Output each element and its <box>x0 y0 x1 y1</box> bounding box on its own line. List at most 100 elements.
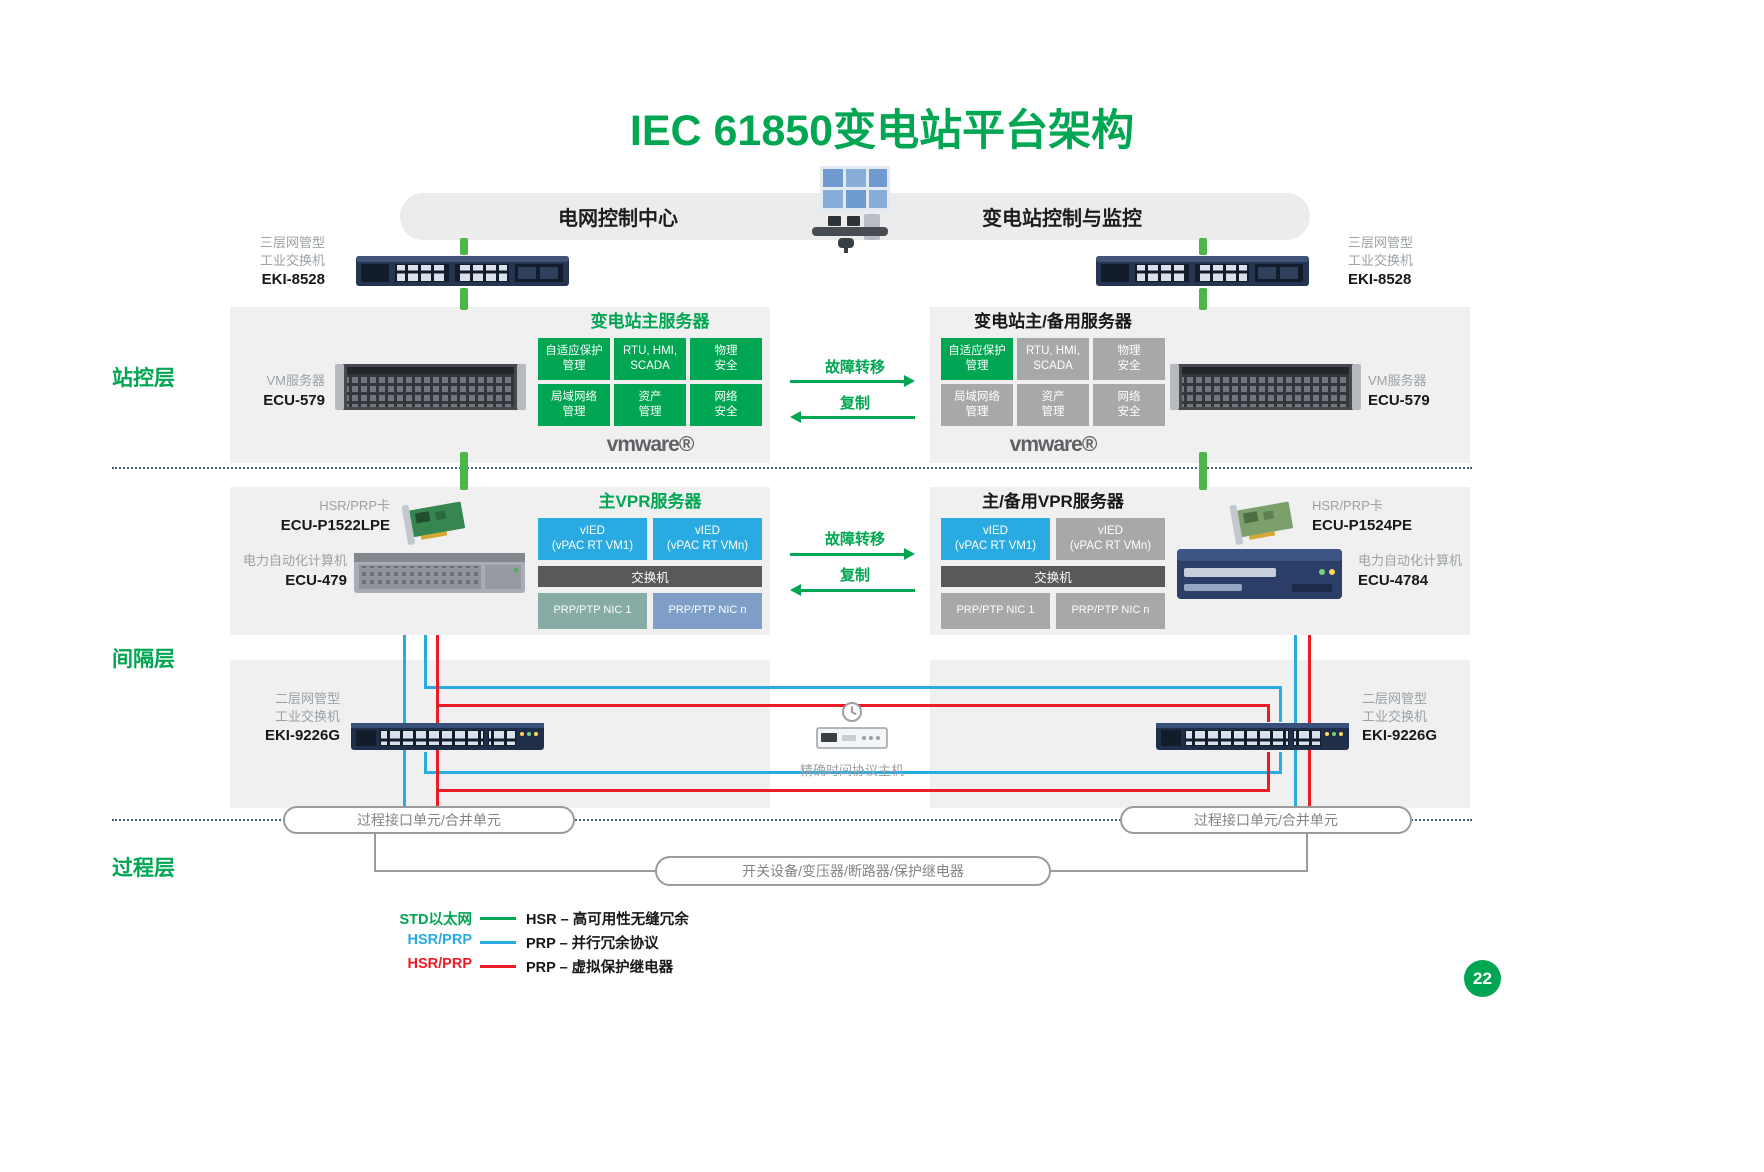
prp-blue-line <box>1279 686 1282 722</box>
green-uplink-right-bottom <box>1199 452 1207 490</box>
page-title: IEC 61850变电站平台架构 <box>629 107 1135 155</box>
equipment-connector-right-v <box>1306 834 1308 872</box>
prp-blue-line <box>1279 752 1282 774</box>
label-hsr-card-left: HSR/PRP卡 ECU-P1522LPE <box>255 497 390 536</box>
nic1-box: PRP/PTP NIC 1 <box>538 592 647 629</box>
replicate-arrow-bay <box>790 584 915 596</box>
station-backup-stack: 变电站主/备用服务器 自适应保护 管理 RTU, HMI, SCADA 物理 安… <box>941 312 1165 457</box>
hsr-card-right-model: ECU-P1524PE <box>1312 516 1413 534</box>
ptp-host-label: 精确时间协议主机 <box>799 763 904 778</box>
nicn-box: PRP/PTP NIC n <box>1056 592 1165 629</box>
capability-cell: RTU, HMI, SCADA <box>1017 337 1089 380</box>
eki8528-left-model: EKI-8528 <box>261 271 325 289</box>
ecu579-right-model: ECU-579 <box>1368 391 1430 409</box>
card-hsr-left-graphic <box>396 488 476 546</box>
vpr-red-line <box>1267 752 1270 792</box>
label-eki9226-right: 二层网管型 工业交换机 EKI-9226G <box>1362 690 1480 746</box>
equipment-pill: 开关设备/变压器/断路器/保护继电器 <box>655 856 1051 886</box>
layer-separator-bottom <box>112 819 1472 821</box>
server-ecu579-right-graphic <box>1168 358 1363 416</box>
green-uplink-right-top <box>1199 238 1207 255</box>
capability-cell: 网络 安全 <box>690 383 762 426</box>
failover-arrow-bay <box>790 548 915 560</box>
capability-cell: RTU, HMI, SCADA <box>614 337 686 380</box>
label-ecu579-left: VM服务器 ECU-579 <box>215 372 325 411</box>
eki8528-right-model: EKI-8528 <box>1348 271 1412 289</box>
station-main-title: 变电站主服务器 <box>590 312 710 331</box>
computer-ecu479-graphic <box>352 546 527 598</box>
nicn-box: PRP/PTP NIC n <box>653 592 762 629</box>
eki8528-right-desc2: 工业交换机 <box>1348 252 1414 268</box>
green-uplink-left-mid <box>460 288 468 310</box>
ecu4784-desc: 电力自动化计算机 <box>1358 553 1463 568</box>
legend-tag-hsr-prp-blue: HSR/PRP <box>407 932 472 948</box>
ecu4784-model: ECU-4784 <box>1358 571 1429 589</box>
layer-label-station: 站控层 <box>112 367 175 390</box>
page-number-badge: 22 <box>1464 960 1501 997</box>
station-backup-title: 变电站主/备用服务器 <box>974 312 1132 331</box>
label-ecu479: 电力自动化计算机 ECU-479 <box>222 552 347 591</box>
eki9226-left-model: EKI-9226G <box>264 727 340 745</box>
switch-eki8528-left-graphic <box>355 250 570 290</box>
capability-cell: 局域网络 管理 <box>538 383 610 426</box>
eki9226-left-desc2: 工业交换机 <box>274 708 340 724</box>
replicate-label-station: 复制 <box>839 395 870 412</box>
green-uplink-left-bottom <box>460 452 468 490</box>
vied-row: vIED (vPAC RT VM1) vIED (vPAC RT VMn) <box>538 517 762 560</box>
green-uplink-right-mid <box>1199 288 1207 310</box>
prp-blue-line <box>424 686 1282 689</box>
capability-cell: 自适应保护 管理 <box>538 337 610 380</box>
hsr-card-right-desc: HSR/PRP卡 <box>1312 498 1383 513</box>
legend-tag-hsr-prp-red: HSR/PRP <box>407 956 472 972</box>
nic-row: PRP/PTP NIC 1 PRP/PTP NIC n <box>538 592 762 629</box>
label-hsr-card-right: HSR/PRP卡 ECU-P1524PE <box>1312 497 1452 536</box>
ecu479-desc: 电力自动化计算机 <box>242 553 347 568</box>
vpr-red-line <box>436 789 1270 792</box>
switch-eki9226-left-graphic <box>350 718 545 754</box>
failover-arrow-station <box>790 375 915 387</box>
legend-line-blue <box>480 941 516 944</box>
ecu579-left-desc: VM服务器 <box>266 373 325 388</box>
eki9226-right-model: EKI-9226G <box>1362 727 1438 745</box>
eki8528-left-desc2: 工业交换机 <box>259 252 325 268</box>
server-ecu579-left-graphic <box>333 358 528 416</box>
legend-line-red <box>480 965 516 968</box>
prp-blue-line <box>424 635 427 689</box>
card-hsr-right-graphic <box>1224 488 1304 546</box>
legend-desc-hsr: HSR – 高可用性无缝冗余 <box>526 912 689 928</box>
virtual-switch-bar: 交换机 <box>538 565 762 587</box>
station-main-grid: 自适应保护 管理 RTU, HMI, SCADA 物理 安全 局域网络 管理 资… <box>538 337 762 426</box>
capability-cell: 自适应保护 管理 <box>941 337 1013 380</box>
virtual-switch-bar: 交换机 <box>941 565 1165 587</box>
vied-vmn-box: vIED (vPAC RT VMn) <box>653 517 762 560</box>
control-room-illustration <box>800 166 892 254</box>
capability-cell: 资产 管理 <box>1017 383 1089 426</box>
failover-label-station: 故障转移 <box>824 359 885 376</box>
capability-cell: 物理 安全 <box>1093 337 1165 380</box>
green-uplink-left-top <box>460 238 468 255</box>
layer-label-process: 过程层 <box>112 857 175 880</box>
equipment-connector-right-h <box>1051 870 1308 872</box>
layer-separator-top <box>112 467 1472 469</box>
label-eki9226-left: 二层网管型 工业交换机 EKI-9226G <box>222 690 340 746</box>
clock-icon <box>840 700 864 724</box>
capability-cell: 资产 管理 <box>614 383 686 426</box>
label-ecu579-right: VM服务器 ECU-579 <box>1368 372 1478 411</box>
replicate-arrow-station <box>790 411 915 423</box>
computer-ecu4784-graphic <box>1172 544 1347 604</box>
capability-cell: 网络 安全 <box>1093 383 1165 426</box>
label-ecu4784: 电力自动化计算机 ECU-4784 <box>1358 552 1483 591</box>
piu-pill-left: 过程接口单元/合并单元 <box>283 806 575 834</box>
legend-line-green <box>480 917 516 920</box>
hsr-card-left-desc: HSR/PRP卡 <box>319 498 390 513</box>
eki8528-left-desc1: 三层网管型 <box>259 235 325 250</box>
prp-blue-line <box>424 771 1282 774</box>
capability-cell: 物理 安全 <box>690 337 762 380</box>
eki8528-right-desc1: 三层网管型 <box>1348 235 1414 250</box>
equipment-connector-left-h <box>374 870 655 872</box>
ecu579-left-model: ECU-579 <box>263 391 325 409</box>
nic-row: PRP/PTP NIC 1 PRP/PTP NIC n <box>941 592 1165 629</box>
bay-backup-title: 主/备用VPR服务器 <box>982 492 1124 511</box>
vpr-red-line <box>1267 704 1270 722</box>
